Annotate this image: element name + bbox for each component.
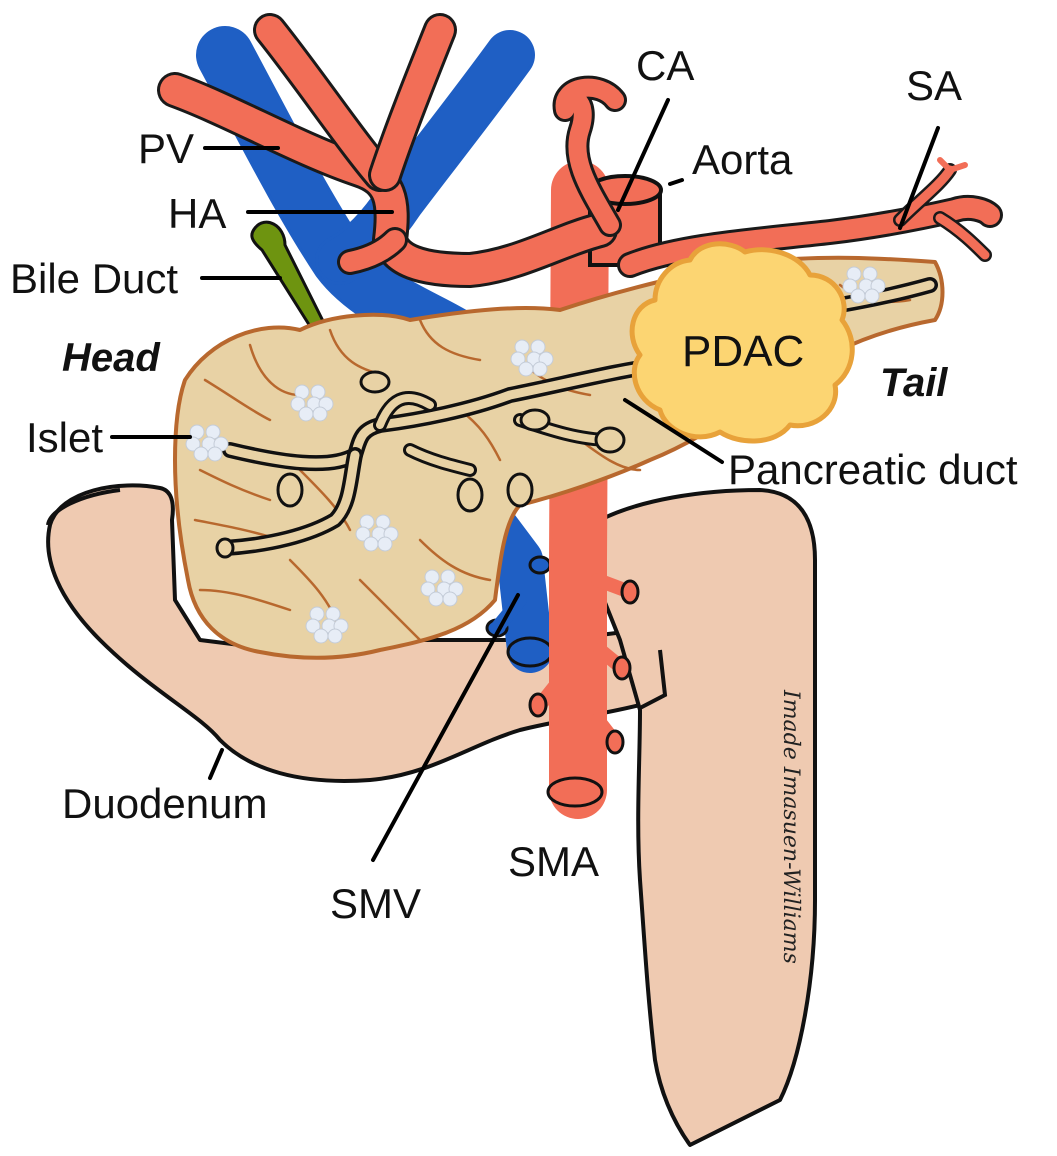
label-ha: HA [168,190,226,237]
label-pv: PV [138,125,194,172]
label-sma: SMA [508,838,599,885]
artist-signature: Imade Imasuen-Williams [778,689,803,964]
label-bile-duct: Bile Duct [10,255,178,302]
label-smv: SMV [330,880,421,927]
label-pancreatic-duct: Pancreatic duct [728,446,1018,493]
label-islet: Islet [26,414,103,461]
label-duodenum: Duodenum [62,780,267,827]
splenic-artery [630,160,990,265]
label-tail: Tail [880,361,948,405]
label-sa: SA [906,62,962,109]
label-head: Head [62,336,161,380]
label-ca: CA [636,42,694,89]
label-pdac: PDAC [682,327,804,376]
label-aorta: Aorta [692,136,793,183]
